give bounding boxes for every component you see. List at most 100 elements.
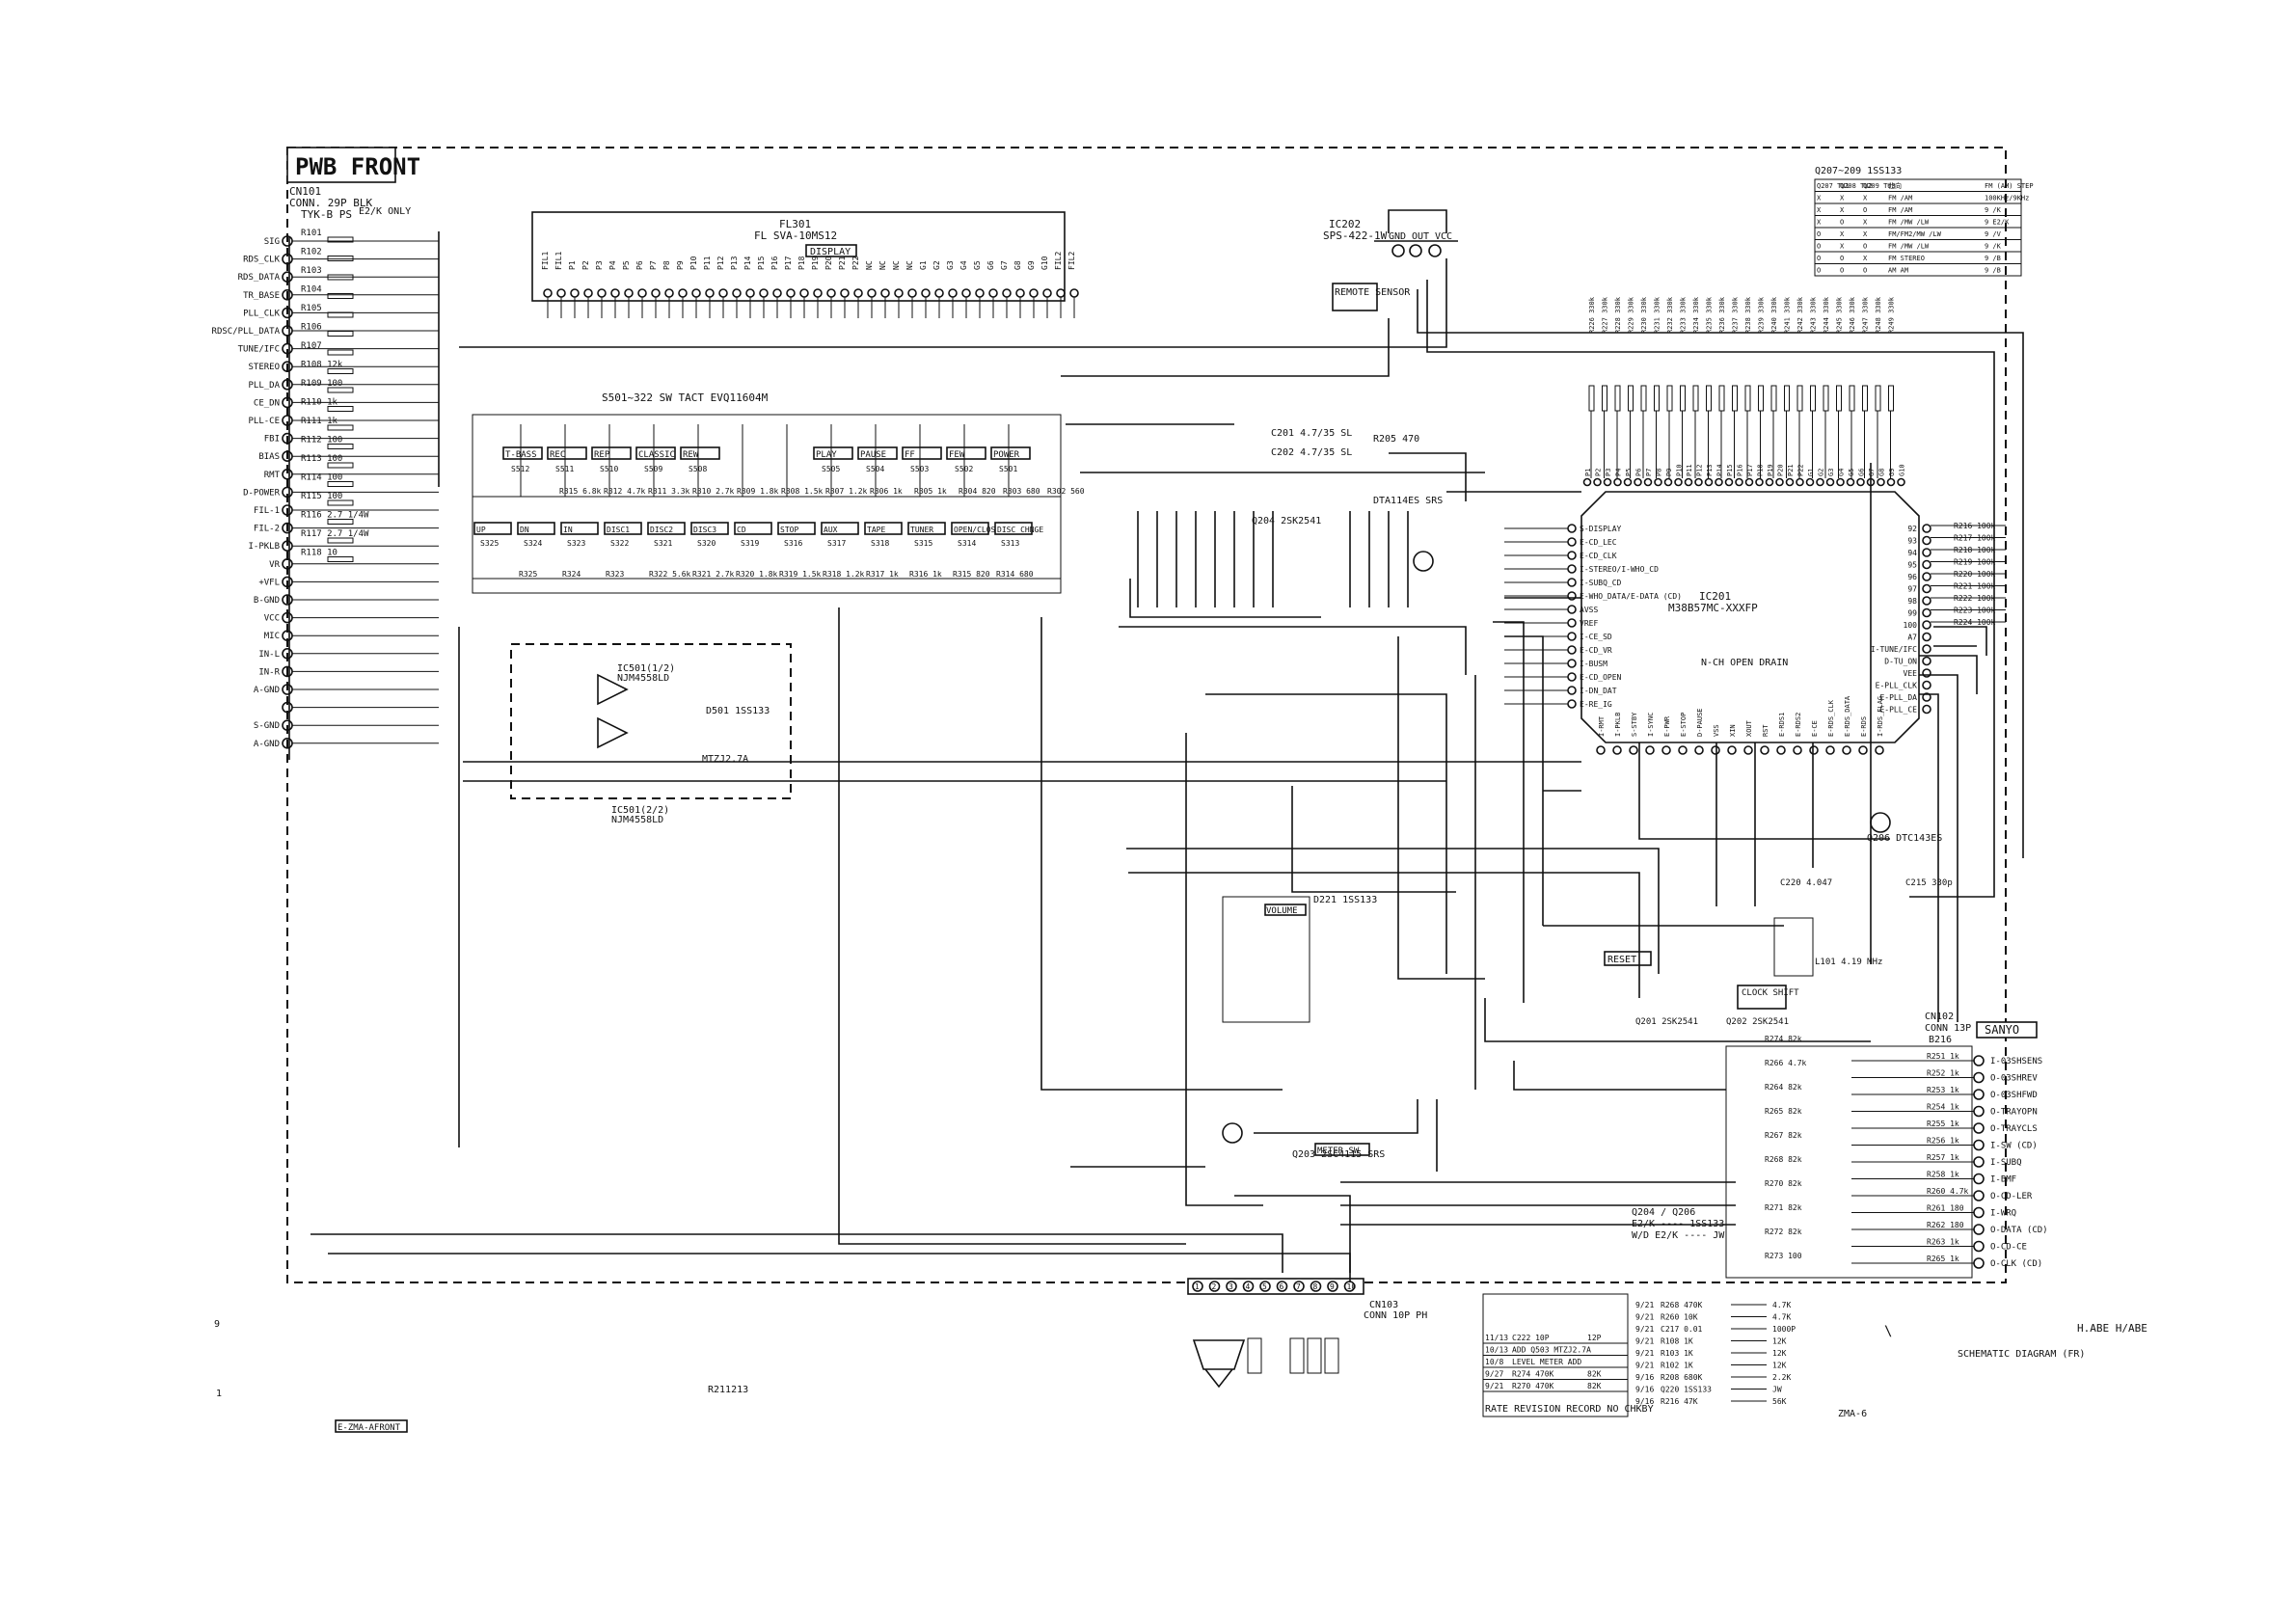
ic-right-node bbox=[1922, 535, 1931, 546]
display-part: FL SVA-10MS12 bbox=[754, 229, 837, 242]
ic202-remote: IC202 SPS-422-1W GND OUT VCC REMOTE SENS… bbox=[1323, 209, 1458, 311]
revision-from-5: R102 1K bbox=[1661, 1362, 1693, 1370]
cn103-pin-3: 4 bbox=[1246, 1282, 1251, 1291]
signal-22: MIC bbox=[264, 632, 280, 641]
parts-cluster: Q204 2SK2541 DTA114ES SRS C201 4.7/35 SL… bbox=[1222, 428, 1953, 1160]
ic-bottom-node bbox=[1645, 745, 1655, 755]
d221-label: D221 1SS133 bbox=[1313, 895, 1377, 905]
signal-3: TR_BASE bbox=[243, 291, 280, 301]
q203-symbol bbox=[1222, 1122, 1243, 1144]
ic-top-node bbox=[1897, 477, 1905, 487]
pullup-17: R243 330k bbox=[1810, 296, 1818, 334]
ic202-pin-3: VCC bbox=[1435, 231, 1452, 242]
ic201-mcu: IC201 M38B57MC-XXXFP N-CH OPEN DRAIN S-D… bbox=[1504, 296, 1931, 755]
signal-12: BIAS bbox=[258, 452, 280, 462]
key-resistor-1: R312 4.7k bbox=[604, 487, 646, 496]
cn102-series-0: R274 82k bbox=[1765, 1035, 1802, 1043]
board-title: PWB FRONT bbox=[295, 153, 420, 180]
switch2-1: S324 bbox=[524, 539, 542, 548]
ic-top-node bbox=[1765, 477, 1774, 487]
display-pin-15: P14 bbox=[743, 256, 752, 270]
ic-bottom-node bbox=[1858, 745, 1868, 755]
pullup-21: R247 330k bbox=[1862, 296, 1870, 334]
display-pin-node bbox=[1069, 288, 1079, 298]
cn102-series-1: R266 4.7k bbox=[1765, 1059, 1807, 1067]
cn102-resistor-8: R260 4.7k bbox=[1927, 1187, 1969, 1196]
revision-from-3: R108 1K bbox=[1661, 1337, 1693, 1346]
pullup-15: R241 330k bbox=[1784, 296, 1792, 334]
revision-date-6: 9/16 bbox=[1635, 1373, 1654, 1382]
ic501-part2: NJM4558LD bbox=[611, 815, 663, 825]
ic-right-pin-1: 93 bbox=[1907, 537, 1917, 546]
pullup-symbol bbox=[1718, 385, 1725, 412]
ic202-part: SPS-422-1W bbox=[1323, 229, 1388, 242]
ic-right-node bbox=[1922, 620, 1931, 630]
display-label-box bbox=[805, 244, 857, 257]
switch-matrix-frame bbox=[472, 414, 1062, 594]
key2-3: DISC1 bbox=[607, 526, 630, 534]
ic-right-pin-4: 96 bbox=[1907, 573, 1917, 581]
opamp-1 bbox=[597, 673, 629, 706]
option-cell-5-3: FM /MW /LW bbox=[1888, 243, 1930, 251]
key-4: REW bbox=[683, 450, 699, 460]
pullup-symbol bbox=[1680, 385, 1686, 412]
cn103-pin-4: 5 bbox=[1262, 1282, 1267, 1291]
option-cell-3-4: 9 E2/K bbox=[1985, 219, 2010, 227]
ic-left-pin-12: I-DN_DAT bbox=[1580, 687, 1617, 695]
cn102-node bbox=[1973, 1071, 1985, 1084]
ic-left-pin-0: S-DISPLAY bbox=[1580, 525, 1622, 533]
cn103-pin-6: 7 bbox=[1296, 1282, 1301, 1291]
key-box bbox=[635, 446, 676, 460]
resistor-symbol bbox=[327, 349, 354, 356]
option-cell-5-4: 9 /K bbox=[1985, 243, 2002, 251]
resistor-symbol bbox=[327, 236, 354, 243]
display-pin-12: P11 bbox=[703, 256, 712, 270]
ic-bottom-pin-17: I-RDS_FLAG bbox=[1877, 696, 1884, 737]
option-cell-2-3: FM /AM bbox=[1888, 206, 1912, 214]
ic-right-node bbox=[1922, 632, 1931, 642]
ic-top-node bbox=[1816, 477, 1824, 487]
ic-left-node bbox=[1567, 686, 1577, 695]
ic-bottom-pin-2: S-STBY bbox=[1631, 712, 1638, 737]
cn103-node bbox=[1259, 1281, 1271, 1292]
remote-sensor-box bbox=[1332, 283, 1378, 311]
cn103-node bbox=[1276, 1281, 1288, 1292]
key-resistor-9: R304 820 bbox=[959, 487, 996, 496]
option-cell-1-1: X bbox=[1840, 195, 1845, 202]
key-box bbox=[902, 446, 942, 460]
signal-24: IN-R bbox=[258, 667, 280, 677]
display-pin-20: P19 bbox=[811, 256, 820, 270]
notes: Q204 / Q206 E2/K ---- 1SS133 W/D E2/K --… bbox=[214, 1207, 2147, 1433]
ic-bottom-pin-5: E-STOP bbox=[1680, 713, 1688, 737]
option-cell-5-1: X bbox=[1840, 243, 1845, 251]
ic-right-pin-15: E-PLL_CE bbox=[1879, 706, 1917, 715]
serial-number: R211213 bbox=[708, 1385, 748, 1395]
cn101-block: CN101 CONN. 29P BLK TYK-B PS E2/K ONLY S… bbox=[212, 185, 440, 760]
pullup-symbol bbox=[1810, 385, 1816, 412]
ic-left-pin-11: E-CD_OPEN bbox=[1580, 673, 1622, 682]
ic-top-pin-21: P22 bbox=[1797, 464, 1805, 476]
ic-top-node bbox=[1825, 477, 1835, 487]
cn102-pin-9: I-WRQ bbox=[1990, 1209, 2016, 1219]
pullup-symbol bbox=[1628, 385, 1634, 412]
ic-right-pin-10: I-TUNE/IFC bbox=[1871, 645, 1917, 654]
cn102-pin-2: O-03SHFWD bbox=[1990, 1091, 2038, 1100]
ic-top-node bbox=[1634, 477, 1642, 487]
display-pin-5: P4 bbox=[608, 260, 617, 270]
cn102-resistor-3: R254 1k bbox=[1927, 1103, 1959, 1112]
key-9: FF bbox=[905, 450, 915, 460]
cn102-series-3: R265 82k bbox=[1765, 1107, 1802, 1116]
cn102-pin-10: O-DATA (CD) bbox=[1990, 1226, 2048, 1235]
key-3: CLASSIC bbox=[638, 450, 675, 460]
key-box bbox=[857, 446, 898, 460]
signal-6: TUNE/IFC bbox=[238, 345, 280, 355]
resistor-symbol bbox=[327, 274, 354, 281]
revision-to-4: 12K bbox=[1772, 1349, 1787, 1358]
ic-right-node bbox=[1922, 596, 1931, 606]
ic-left-node bbox=[1567, 564, 1577, 574]
revision-left-to-3: 82K bbox=[1587, 1370, 1602, 1379]
ic-top-pin-24: G3 bbox=[1827, 469, 1835, 476]
cn102-block: CN102 CONN 13P B216 SANYO I-03SHSENSR251… bbox=[1725, 1012, 2048, 1279]
